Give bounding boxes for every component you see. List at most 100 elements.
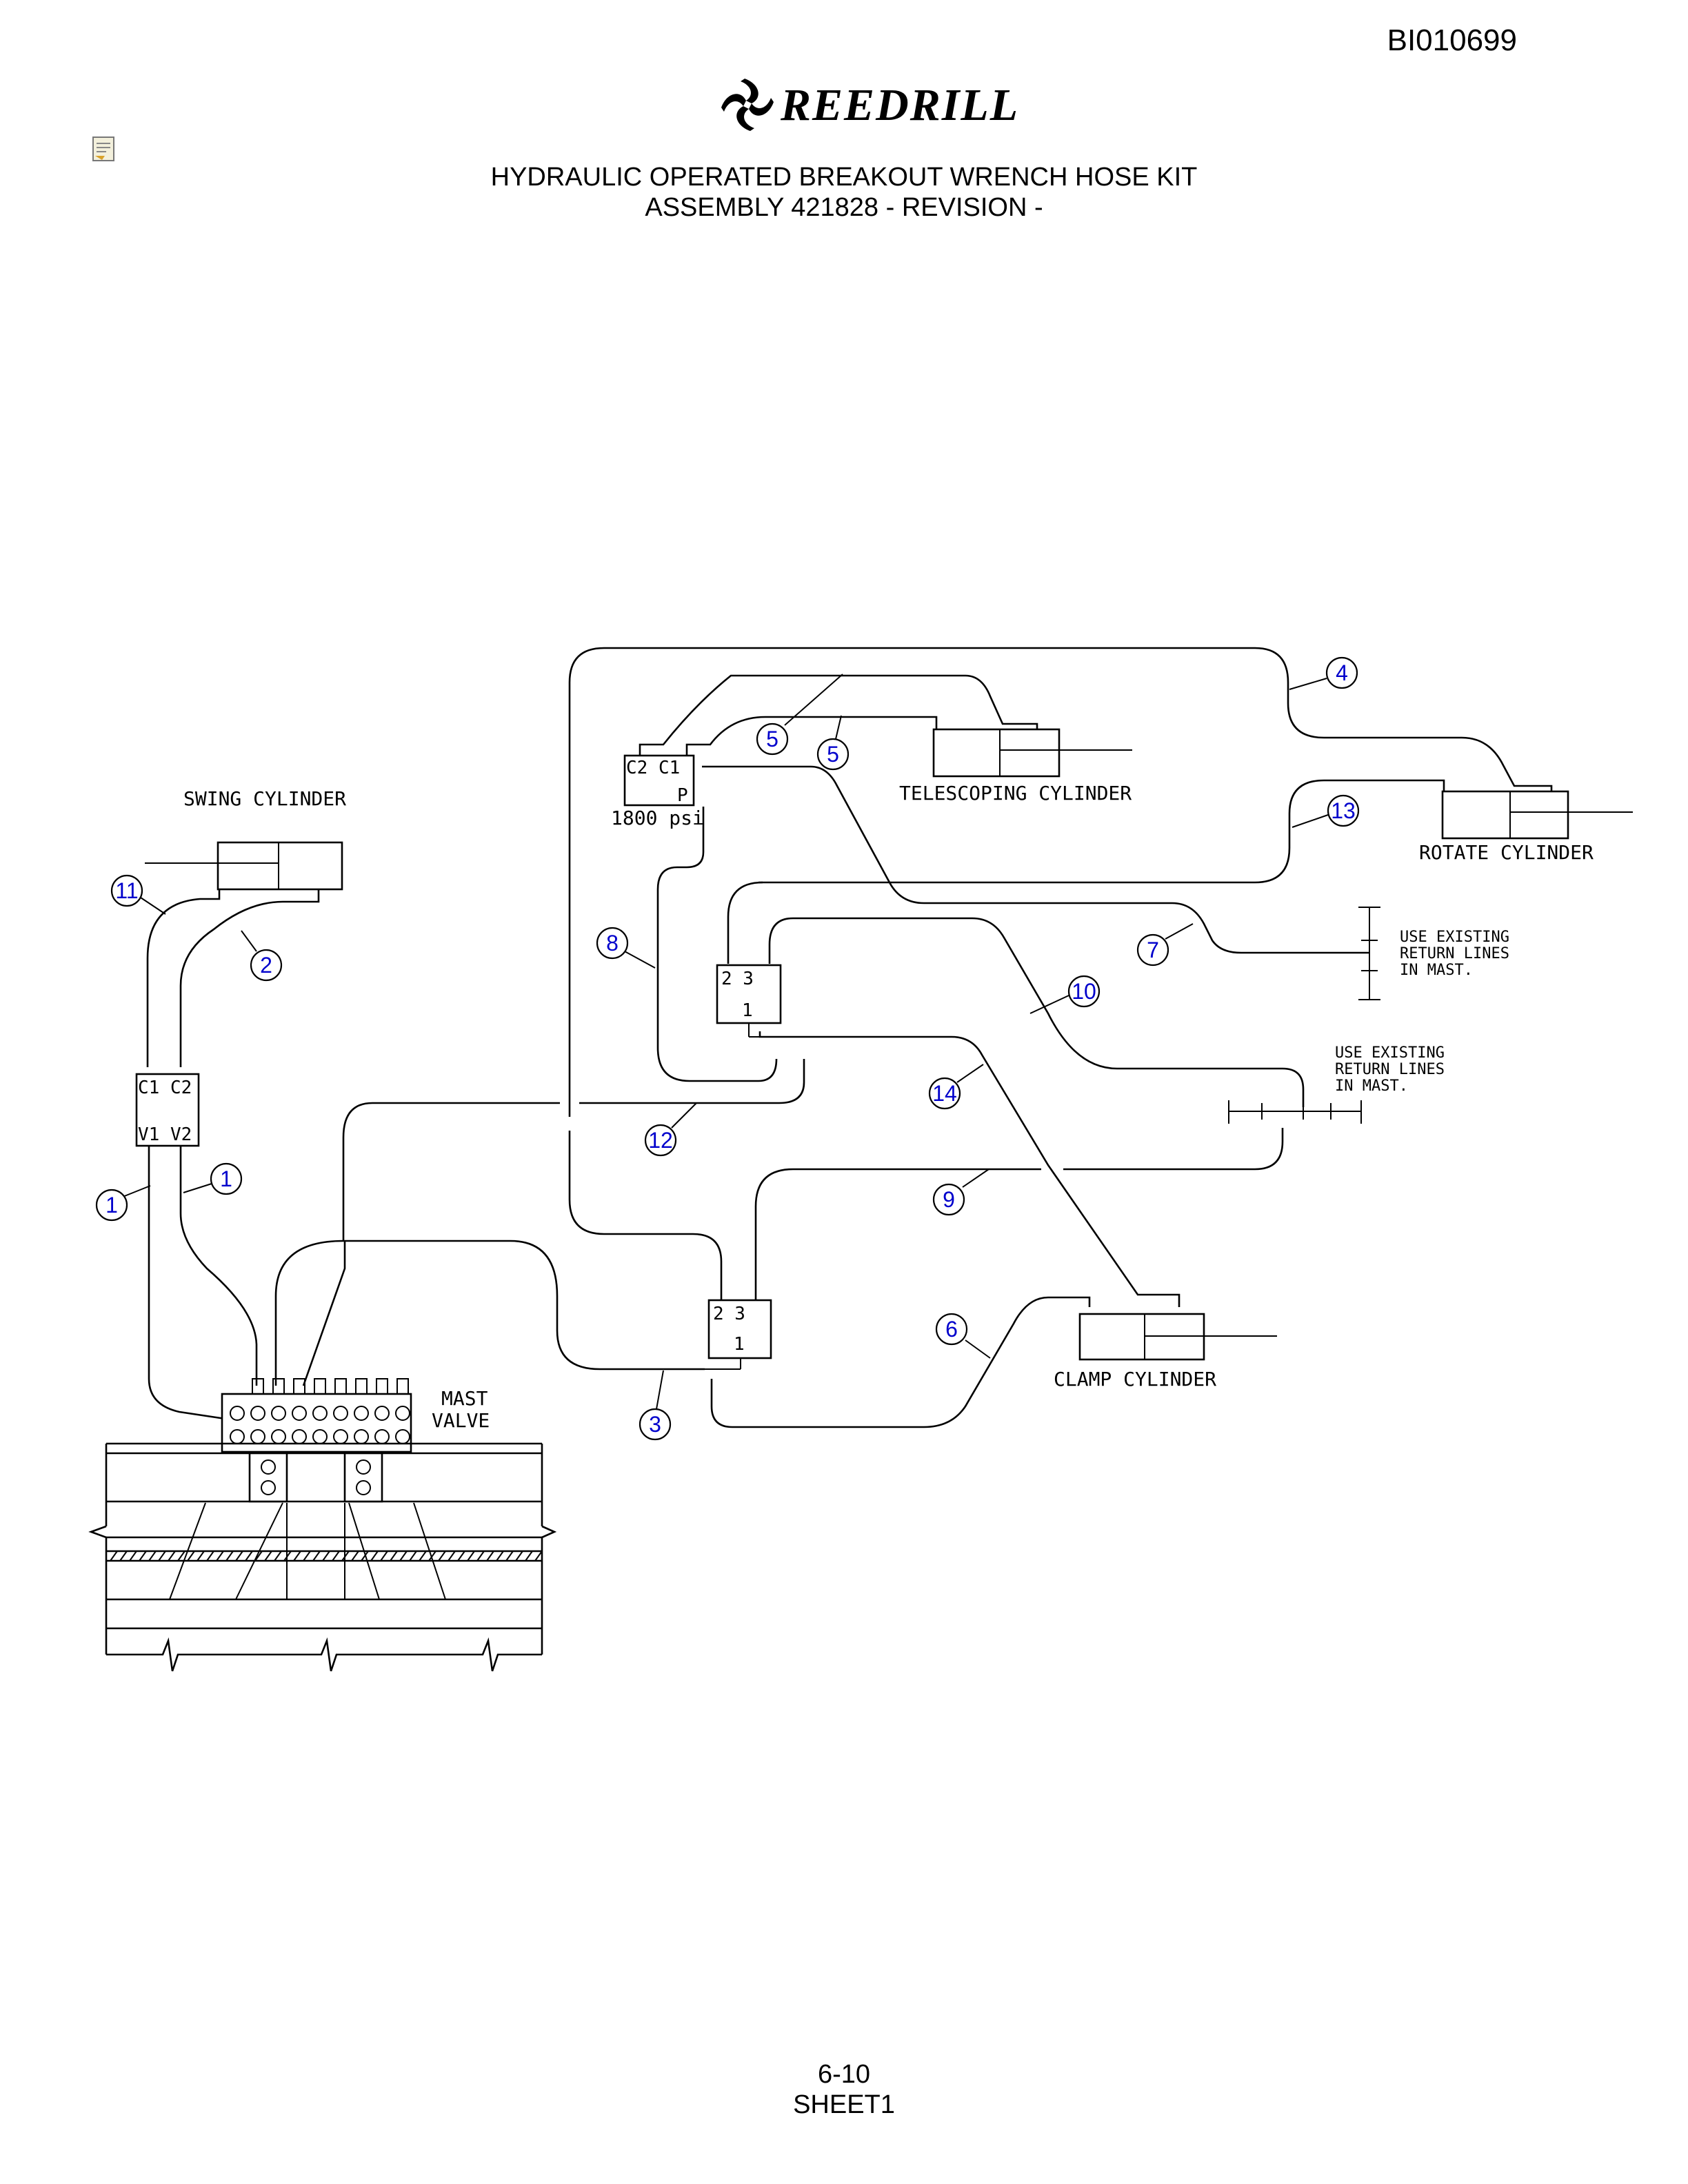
relief-valve-ports: C2 C1 <box>626 758 680 778</box>
mast-valve-label-1: MAST <box>441 1387 488 1410</box>
hatch-line <box>322 1550 330 1561</box>
hatch-line <box>409 1550 417 1561</box>
callout-8: 8 <box>596 927 656 969</box>
hose-13-branch <box>727 881 763 964</box>
mast-valve-port <box>312 1406 328 1421</box>
hatch-line <box>486 1550 494 1561</box>
clamp-cylinder-label: CLAMP CYLINDER <box>1054 1368 1216 1391</box>
lower-tee-bottom: 1 <box>734 1334 745 1355</box>
upper-tee-bottom: 1 <box>742 1000 753 1021</box>
hatch-line <box>245 1550 253 1561</box>
callout-5-right: 5 <box>816 715 850 771</box>
hose-9 <box>754 1128 1284 1302</box>
hatch-line <box>438 1550 446 1561</box>
svg-text:5: 5 <box>827 742 839 767</box>
hatch-line <box>187 1550 195 1561</box>
svg-text:1: 1 <box>220 1166 232 1191</box>
hatch-line <box>197 1550 205 1561</box>
hatch-line <box>534 1550 543 1561</box>
return-note-upper: USE EXISTING RETURN LINES IN MAST. <box>1400 929 1518 979</box>
callout-2: 2 <box>241 930 283 982</box>
mast-valve: MAST VALVE <box>221 1378 490 1453</box>
mast-valve-port <box>395 1406 410 1421</box>
relief-setting: 1800 psi <box>611 807 704 829</box>
mast-valve-port <box>230 1406 245 1421</box>
mast-valve-fitting <box>314 1378 326 1395</box>
hatch-line <box>264 1550 272 1561</box>
hatch-line <box>332 1550 340 1561</box>
hatch-line <box>370 1550 379 1561</box>
relief-valve: C2 C1 P 1800 psi <box>611 754 704 829</box>
svg-text:10: 10 <box>1072 979 1096 1004</box>
callout-5-left: 5 <box>756 674 843 756</box>
telescoping-cylinder: TELESCOPING CYLINDER <box>899 728 1132 805</box>
upper-tee-ports: 2 3 <box>721 969 754 989</box>
swing-valve-bottom-ports: V1 V2 <box>138 1124 192 1145</box>
hatch-line <box>361 1550 369 1561</box>
hose-3 <box>274 1240 705 1386</box>
callout-1-right: 1 <box>183 1162 243 1195</box>
hatch-line <box>139 1550 147 1561</box>
reedrill-logo-mark: REEDRILL <box>721 79 1018 131</box>
callout-7: 7 <box>1136 923 1194 967</box>
hatch-line <box>419 1550 427 1561</box>
mast-valve-fitting <box>396 1378 409 1395</box>
svg-text:14: 14 <box>932 1081 957 1106</box>
hatch-line <box>254 1550 263 1561</box>
hatch-line <box>399 1550 408 1561</box>
callout-3: 3 <box>639 1370 672 1441</box>
hose-4 <box>568 647 1553 1117</box>
hatch-line <box>448 1550 456 1561</box>
rotate-cylinder-label: ROTATE CYLINDER <box>1419 841 1594 864</box>
hose-5-inner <box>685 716 938 756</box>
svg-text:11: 11 <box>115 878 138 903</box>
hose-2 <box>179 889 320 1067</box>
svg-text:3: 3 <box>649 1412 661 1437</box>
hose-6 <box>710 1296 1091 1428</box>
hose-1-right <box>179 1144 258 1386</box>
sheet-label: SHEET1 <box>793 2090 895 2119</box>
hatch-line <box>110 1550 118 1561</box>
hatch-line <box>235 1550 243 1561</box>
assembly-revision: ASSEMBLY 421828 - REVISION - <box>645 193 1043 222</box>
svg-text:12: 12 <box>648 1128 673 1153</box>
hose-14 <box>758 1031 1180 1307</box>
mast-valve-port <box>333 1406 348 1421</box>
mast-valve-port <box>292 1406 307 1421</box>
mast-valve-port <box>271 1406 286 1421</box>
hatch-line <box>496 1550 504 1561</box>
mast-structure <box>88 1442 557 1672</box>
callout-10: 10 <box>1029 975 1101 1014</box>
mast-valve-fitting <box>252 1378 264 1395</box>
hatch-line <box>177 1550 185 1561</box>
clamp-cylinder: CLAMP CYLINDER <box>1054 1313 1277 1391</box>
lower-tee-ports: 2 3 <box>713 1304 745 1324</box>
swing-cylinder-label: SWING CYLINDER <box>183 787 346 810</box>
callout-4: 4 <box>1289 656 1358 690</box>
callout-6: 6 <box>935 1313 991 1359</box>
hatch-line <box>467 1550 475 1561</box>
hose-7 <box>702 765 1369 954</box>
mast-valve-port <box>374 1406 390 1421</box>
hatch-line <box>168 1550 176 1561</box>
mast-valve-fitting <box>376 1378 388 1395</box>
drawing-title: HYDRAULIC OPERATED BREAKOUT WRENCH HOSE … <box>490 163 1198 192</box>
hatch-line <box>158 1550 166 1561</box>
hatch-line <box>303 1550 311 1561</box>
hose-12 <box>342 1059 805 1241</box>
lower-tee-block: 2 3 1 <box>690 1299 772 1370</box>
svg-text:13: 13 <box>1331 798 1356 823</box>
relief-valve-p: P <box>677 785 688 806</box>
return-lines-lower: USE EXISTING RETURN LINES IN MAST. <box>1228 1044 1454 1124</box>
hatch-line <box>525 1550 533 1561</box>
hatch-line <box>216 1550 224 1561</box>
hatch-line <box>119 1550 128 1561</box>
svg-text:6: 6 <box>945 1317 958 1342</box>
svg-text:1: 1 <box>106 1193 118 1217</box>
hatch-line <box>148 1550 157 1561</box>
attachment-note-icon[interactable] <box>91 135 117 163</box>
callout-1-left: 1 <box>95 1185 151 1222</box>
return-note-lower: USE EXISTING RETURN LINES IN MAST. <box>1335 1044 1454 1095</box>
mast-valve-fitting <box>272 1378 285 1395</box>
swing-cylinder: SWING CYLINDER <box>145 787 346 891</box>
